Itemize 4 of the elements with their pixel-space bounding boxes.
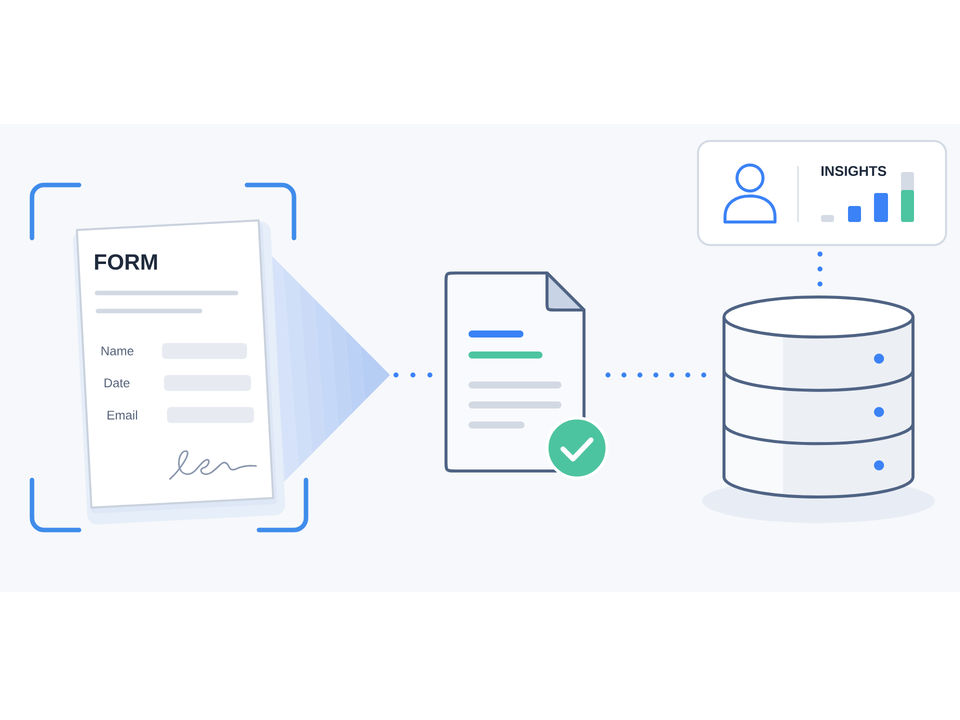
dotted-connector <box>818 252 822 286</box>
dotted-connector <box>606 372 706 378</box>
dotted-connector <box>393 372 432 378</box>
card-heading: INSIGHTS <box>822 166 886 176</box>
